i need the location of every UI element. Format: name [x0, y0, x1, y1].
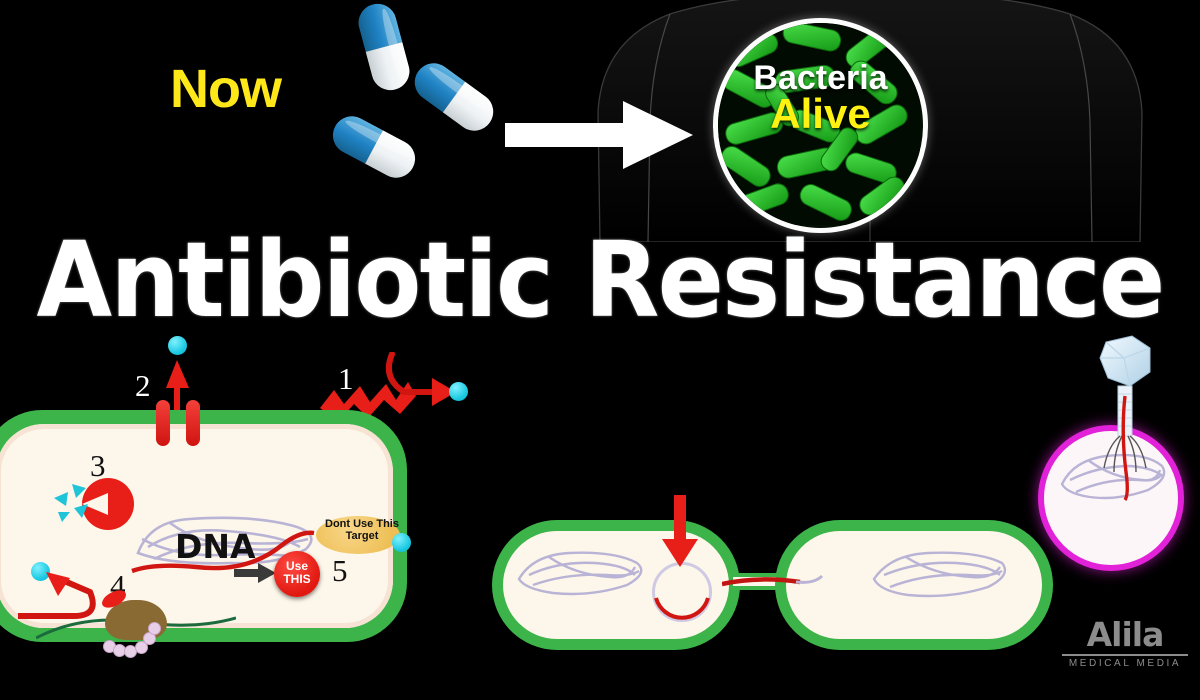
antibiotic-molecule-dot	[449, 382, 468, 401]
antibiotic-molecule-dot	[392, 533, 411, 552]
antibiotic-capsule	[354, 0, 414, 95]
right-arrow-icon	[505, 95, 695, 180]
protein-bead	[135, 641, 148, 654]
transferred-dna-strand	[722, 574, 824, 587]
use-this-target-badge: Use THIS	[274, 551, 320, 597]
brand-name: Alila	[1086, 615, 1165, 654]
divider	[1062, 654, 1188, 656]
degraded-drug-fragments	[54, 484, 88, 522]
target-modification-arrow-icon	[18, 572, 96, 619]
dont-use-line-1: Dont Use This	[325, 518, 399, 530]
chromosomal-dna	[131, 516, 315, 574]
down-arrow-icon	[662, 495, 698, 567]
alternative-target-shape	[316, 516, 400, 554]
brand-subtitle: MEDICAL MEDIA	[1068, 658, 1182, 669]
recipient-chromosome	[872, 551, 1007, 598]
protein-bead	[148, 622, 161, 635]
efflux-pump-protein	[186, 400, 200, 446]
host-bacterium	[1038, 425, 1184, 571]
bacteria-culture-circle: Bacteria Alive	[713, 18, 928, 233]
dont-use-this-target-label: Dont Use This Target	[312, 518, 412, 543]
use-this-line-2: THIS	[283, 571, 311, 586]
antibiotic-capsule	[326, 109, 422, 185]
right-arrow-icon	[234, 563, 276, 583]
efflux-pump-protein	[156, 400, 170, 446]
host-chromosome	[1060, 453, 1166, 500]
dont-use-line-2: Target	[345, 530, 379, 543]
mechanism-number-5: 5	[332, 553, 348, 588]
watermark: Alila MEDICAL MEDIA	[1062, 618, 1188, 669]
antibiotic-capsule	[407, 55, 501, 139]
bacteria-word-label: Bacteria	[753, 59, 888, 97]
bacteriophage-icon	[1099, 335, 1151, 501]
mechanism-number-2: 2	[135, 368, 151, 403]
antibiotic-molecule-dot	[168, 336, 187, 355]
alive-word-label: Alive	[770, 90, 871, 137]
timeline-label-now: Now	[170, 59, 282, 119]
dna-label: DNA	[175, 527, 256, 566]
plasmid-resistance-gene	[654, 597, 710, 620]
mechanism-number-1: 1	[338, 361, 354, 396]
mechanism-number-3: 3	[90, 448, 106, 483]
recipient-bacterium	[775, 520, 1053, 650]
donor-chromosome	[517, 551, 643, 596]
page-title: Antibiotic Resistance	[36, 219, 1166, 341]
cytoplasm	[786, 531, 1042, 639]
antibiotic-molecule-dot	[31, 562, 50, 581]
use-this-line-1: Use	[285, 559, 308, 573]
